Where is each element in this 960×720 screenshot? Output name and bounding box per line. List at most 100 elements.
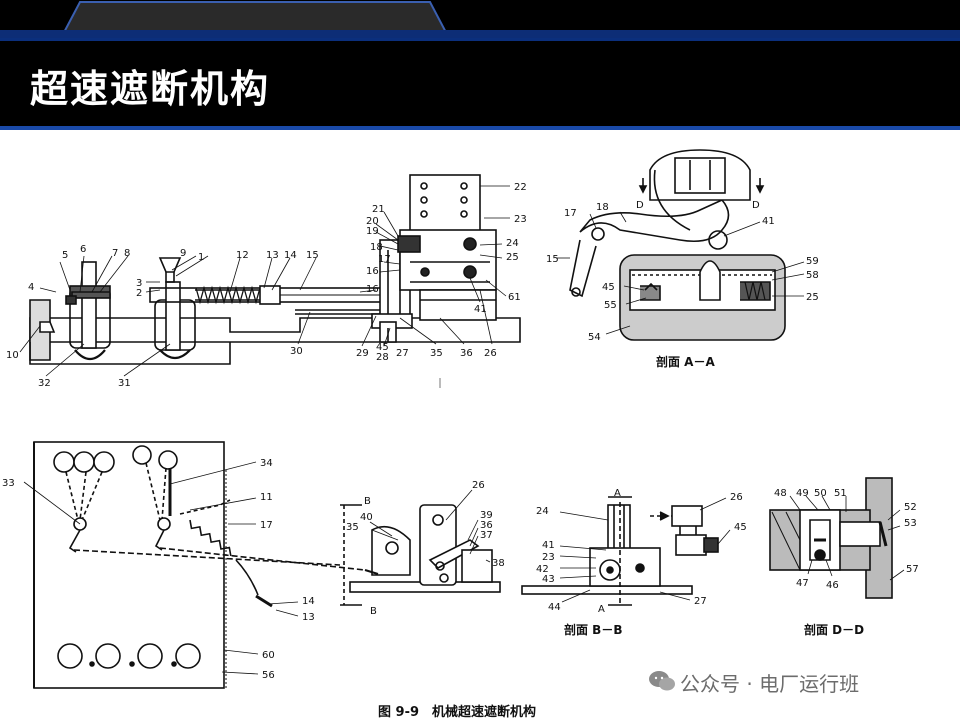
label-16-lower: 16	[366, 284, 379, 295]
label-50: 50	[814, 488, 827, 499]
label-aa-55: 55	[604, 300, 617, 311]
label-33: 33	[2, 478, 15, 489]
label-36: 36	[460, 348, 473, 359]
label-sbb-24: 24	[536, 506, 549, 517]
label-8: 8	[124, 248, 130, 259]
label-19: 19	[366, 226, 379, 237]
label-aa-15: 15	[546, 254, 559, 265]
section-aa-view	[569, 149, 786, 341]
section-bb-view	[521, 496, 719, 606]
label-40: 40	[360, 512, 373, 523]
label-sbb-41: 41	[542, 540, 555, 551]
control-panel-view	[33, 441, 366, 689]
label-20: 20	[366, 216, 379, 227]
label-51: 51	[834, 488, 847, 499]
label-34: 34	[260, 458, 273, 469]
label-7: 7	[112, 248, 118, 259]
label-30: 30	[290, 346, 303, 357]
label-sbb-23: 23	[542, 552, 555, 563]
slide-title: 超速遮断机构	[30, 67, 271, 111]
label-52: 52	[904, 502, 917, 513]
label-57: 57	[906, 564, 919, 575]
label-32: 32	[38, 378, 51, 389]
label-39: 39	[480, 510, 493, 521]
main-assembly-view	[29, 174, 521, 365]
watermark-text: 公众号 · 电厂运行班	[680, 672, 860, 696]
label-4: 4	[28, 282, 34, 293]
label-aa-D-right: D	[752, 200, 760, 211]
label-28: 28	[376, 352, 389, 363]
label-aa-58: 58	[806, 270, 819, 281]
top-strip	[0, 0, 960, 40]
label-61: 61	[508, 292, 521, 303]
label-23: 23	[514, 214, 527, 225]
label-60: 60	[262, 650, 275, 661]
title-bar	[0, 38, 960, 130]
label-aa-41: 41	[762, 216, 775, 227]
top-strip-decoration	[0, 1, 960, 40]
label-14: 14	[284, 250, 297, 261]
label-5: 5	[62, 250, 68, 261]
label-43: 43	[542, 574, 555, 585]
label-41: 41	[474, 304, 487, 315]
label-bb-35: 35	[346, 522, 359, 533]
label-10: 10	[6, 350, 19, 361]
label-53: 53	[904, 518, 917, 529]
section-dd-view	[769, 477, 893, 599]
wechat-icon	[649, 671, 675, 691]
label-24: 24	[506, 238, 519, 249]
label-17: 17	[378, 254, 391, 265]
label-45: 45	[376, 342, 389, 353]
label-aa-17: 17	[564, 208, 577, 219]
label-bb-26: 26	[472, 480, 485, 491]
label-cp-17: 17	[260, 520, 273, 531]
label-21: 21	[372, 204, 385, 215]
label-3: 3	[136, 278, 142, 289]
section-dd-caption: 剖面 D－D	[804, 622, 864, 637]
label-37: 37	[480, 530, 493, 541]
label-1: 1	[198, 252, 204, 263]
label-2: 2	[136, 288, 142, 299]
label-12: 12	[236, 250, 249, 261]
label-31: 31	[118, 378, 131, 389]
label-13: 13	[266, 250, 279, 261]
label-29: 29	[356, 348, 369, 359]
label-A-bottom: A	[598, 604, 605, 615]
label-48: 48	[774, 488, 787, 499]
section-aa-caption: 剖面 A－A	[656, 354, 715, 369]
label-aa-18: 18	[596, 202, 609, 213]
label-38: 38	[492, 558, 505, 569]
label-46: 46	[826, 580, 839, 591]
label-18: 18	[370, 242, 383, 253]
label-aa-25: 25	[806, 292, 819, 303]
label-56: 56	[262, 670, 275, 681]
label-15: 15	[306, 250, 319, 261]
label-42: 42	[536, 564, 549, 575]
label-44: 44	[548, 602, 561, 613]
label-sbb-27: 27	[694, 596, 707, 607]
label-6: 6	[80, 244, 86, 255]
label-B-top: B	[364, 496, 371, 507]
label-aa-59: 59	[806, 256, 819, 267]
label-27: 27	[396, 348, 409, 359]
label-16: 16	[366, 266, 379, 277]
label-35: 35	[430, 348, 443, 359]
label-25: 25	[506, 252, 519, 263]
label-aa-54: 54	[588, 332, 601, 343]
label-aa-45: 45	[602, 282, 615, 293]
label-sbb-26: 26	[730, 492, 743, 503]
bb-mechanism-view	[340, 504, 501, 606]
label-sbb-45: 45	[734, 522, 747, 533]
section-bb-caption: 剖面 B－B	[564, 622, 622, 637]
label-9: 9	[180, 248, 186, 259]
label-cp-13: 13	[302, 612, 315, 623]
label-36b: 36	[480, 520, 493, 531]
label-cp-14: 14	[302, 596, 315, 607]
figure-caption: 图 9-9 机械超速遮断机构	[378, 704, 536, 720]
label-47: 47	[796, 578, 809, 589]
label-22: 22	[514, 182, 527, 193]
label-11: 11	[260, 492, 273, 503]
label-B-bottom: B	[370, 606, 377, 617]
label-26: 26	[484, 348, 497, 359]
